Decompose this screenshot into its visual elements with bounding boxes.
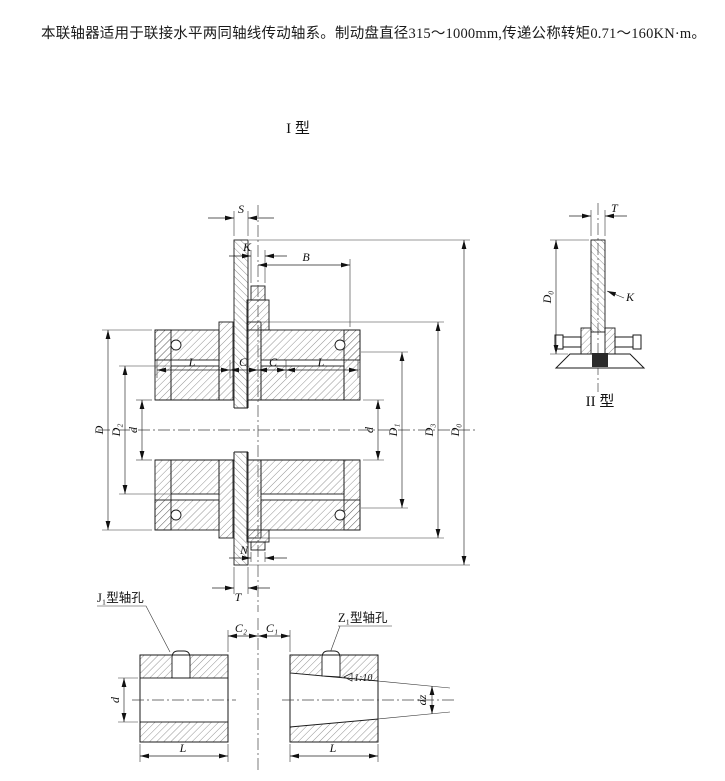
taper-icon bbox=[343, 672, 353, 682]
j1-caption: J₁型轴孔 bbox=[97, 590, 144, 605]
dim-label-dz: dz bbox=[415, 694, 429, 705]
left-hub-lower bbox=[170, 459, 220, 495]
dim-label-C1: C₁ bbox=[266, 621, 278, 635]
dim-T-type2: T bbox=[569, 201, 627, 236]
dim-D0: D₀ bbox=[249, 239, 470, 566]
dim-D: D bbox=[92, 329, 152, 531]
dim-K-type2: K bbox=[606, 290, 635, 304]
dim-label-S: S bbox=[238, 202, 244, 216]
type2-caption: II 型 bbox=[586, 393, 615, 410]
bolt-icon bbox=[334, 509, 346, 521]
taper-mark: 1:10 bbox=[343, 672, 372, 684]
dim-label-D3: D₃ bbox=[422, 424, 436, 438]
dim-label-B: B bbox=[302, 250, 310, 264]
dim-K: K bbox=[229, 240, 287, 283]
dim-C1: C₁ bbox=[258, 621, 291, 652]
dim-label-D2: D₂ bbox=[109, 424, 123, 438]
intro-paragraph: 本联轴器适用于联接水平两同轴线传动轴系。制动盘直径315～1000mm,传递公称… bbox=[41, 25, 707, 42]
dim-C2: C₂ bbox=[227, 621, 258, 652]
j1-leader-line bbox=[97, 605, 171, 653]
dim-T-main: T bbox=[212, 567, 270, 604]
dim-label-D0-type2: D₀ bbox=[540, 291, 554, 305]
dim-dz: dz bbox=[377, 680, 451, 720]
bolt-icon bbox=[170, 339, 182, 351]
type2-brake-disc bbox=[590, 239, 606, 333]
dim-label-T-type2: T bbox=[611, 201, 619, 215]
z1-caption: Z₁型轴孔 bbox=[338, 610, 388, 625]
type2-key bbox=[592, 353, 608, 367]
dim-label-C-left: C bbox=[239, 355, 248, 369]
j1-bottom-wall bbox=[139, 721, 229, 743]
dim-L-z1: L bbox=[289, 741, 379, 762]
right-hub-upper bbox=[260, 365, 345, 401]
dim-N: N bbox=[229, 543, 287, 562]
dim-label-K: K bbox=[242, 240, 252, 254]
end-cover-bolts bbox=[170, 339, 346, 521]
bolt-icon bbox=[170, 509, 182, 521]
dim-S: S bbox=[208, 202, 274, 236]
dim-label-C2: C₂ bbox=[235, 621, 247, 635]
dim-label-d-right: d bbox=[362, 426, 376, 433]
dim-label-D1: D₁ bbox=[386, 424, 400, 438]
dim-label-T-main: T bbox=[235, 590, 243, 604]
bolt-icon bbox=[334, 339, 346, 351]
dim-label-d-j1: d bbox=[108, 696, 122, 703]
dim-B: B bbox=[258, 250, 351, 327]
sleeve-left-end-wall-upper bbox=[154, 329, 172, 401]
type2-view: T K D₀ II 型 bbox=[540, 201, 646, 410]
z1-leader-line bbox=[329, 625, 341, 654]
type1-caption: I 型 bbox=[286, 120, 310, 137]
taper-label: 1:10 bbox=[354, 673, 372, 684]
dim-D2: D₂ bbox=[109, 365, 170, 495]
j1-hole-view: J₁型轴孔 d L bbox=[97, 590, 236, 762]
z1-bottom-wall bbox=[289, 718, 379, 743]
dim-D1: D₁ bbox=[361, 351, 408, 509]
dim-L-j1: L bbox=[139, 741, 229, 762]
j1-outline bbox=[139, 654, 229, 743]
z1-outline bbox=[289, 654, 379, 743]
dim-D0-type2: D₀ bbox=[540, 239, 589, 355]
sleeve-right-end-wall-upper bbox=[343, 329, 361, 401]
right-hub-lower bbox=[260, 459, 345, 495]
z1-hole-view: Z₁型轴孔 C₂ C₁ 1:10 dz bbox=[227, 610, 455, 772]
dim-label-L-j1: L bbox=[179, 741, 187, 755]
dim-d-left: d bbox=[126, 399, 152, 461]
left-hub-upper bbox=[170, 365, 220, 401]
dim-label-D: D bbox=[92, 425, 106, 435]
type1-section-view: S K B L C C L bbox=[92, 120, 478, 612]
dim-label-L-z1: L bbox=[329, 741, 337, 755]
dim-label-K-type2: K bbox=[625, 290, 635, 304]
dim-d-right: d bbox=[362, 399, 384, 461]
type2-bolts bbox=[554, 334, 642, 350]
dim-label-L-right: L bbox=[317, 355, 325, 369]
dim-label-N: N bbox=[239, 543, 249, 557]
dim-label-D0: D₀ bbox=[448, 424, 462, 438]
dim-label-d-left: d bbox=[126, 426, 140, 433]
brake-disc bbox=[233, 239, 249, 566]
sleeve-right-end-wall-lower bbox=[343, 459, 361, 531]
dim-label-C-right: C bbox=[269, 355, 278, 369]
dim-d-j1: d bbox=[108, 677, 138, 723]
sleeve-left-end-wall-lower bbox=[154, 459, 172, 531]
dim-D3: D₃ bbox=[262, 321, 444, 539]
dim-label-L-left: L bbox=[188, 355, 196, 369]
bore-outlines bbox=[155, 399, 360, 461]
dim-LCCL: L C C L bbox=[156, 355, 359, 378]
